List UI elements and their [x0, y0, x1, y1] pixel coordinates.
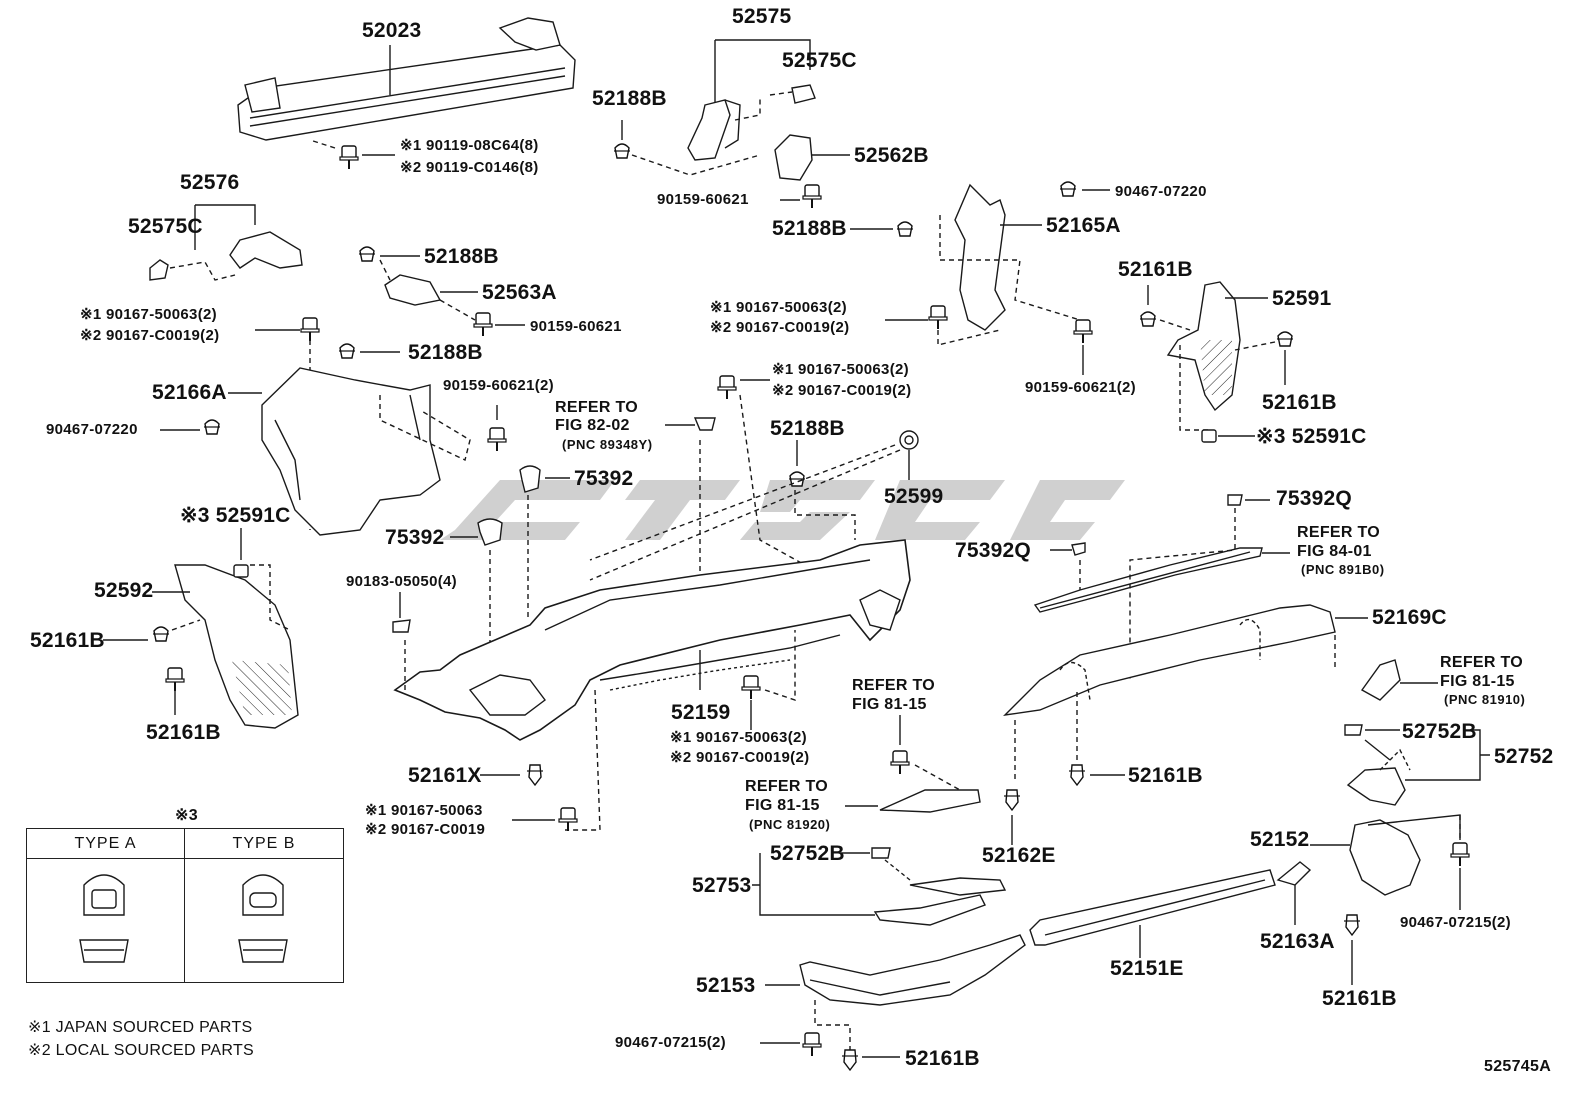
- label-52752: 52752: [1494, 745, 1554, 768]
- label-52753: 52753: [692, 874, 752, 897]
- label-52166A: 52166A: [152, 381, 227, 404]
- label-bolt-m1-2: ※2 90167-C0019(2): [710, 319, 850, 336]
- label-refer-84-line3: (PNC 891B0): [1301, 562, 1385, 577]
- label-52153: 52153: [696, 974, 756, 997]
- label-90467-07220-a: 90467-07220: [46, 421, 138, 438]
- label-52188B-c: 52188B: [424, 245, 499, 268]
- label-52169C: 52169C: [1372, 606, 1447, 629]
- label-90159-60621-b: 90159-60621: [530, 318, 622, 335]
- bumper-cover-52159: [393, 539, 911, 741]
- label-refer-82-line2: FIG 82-02: [555, 417, 630, 434]
- bumper-reinforcement-52023: [237, 17, 576, 141]
- label-52161B-a: 52161B: [1118, 258, 1193, 281]
- label-75392-a: 75392: [574, 467, 634, 490]
- type-box-mark: ※3: [175, 807, 198, 824]
- label-90159-60621-2-b: 90159-60621(2): [1025, 379, 1136, 396]
- side-panel-52166A: [261, 367, 441, 536]
- label-bolt-c1-1: ※1 90167-50063(2): [670, 729, 807, 746]
- label-52161B-d: 52161B: [146, 721, 221, 744]
- label-52163A: 52163A: [1260, 930, 1335, 953]
- legend-note-japan: ※1 JAPAN SOURCED PARTS: [28, 1019, 253, 1036]
- watermark-logo: [440, 480, 1125, 540]
- label-bolt-m2-1: ※1 90167-50063(2): [772, 361, 909, 378]
- label-52599: 52599: [884, 485, 944, 508]
- label-bolt-top-1: ※1 90119-08C64(8): [400, 137, 539, 154]
- label-52162E: 52162E: [982, 844, 1056, 867]
- label-52161X: 52161X: [408, 764, 482, 787]
- label-bolt-c2-1: ※1 90167-50063: [365, 802, 483, 819]
- label-bolt-top-2: ※2 90119-C0146(8): [400, 159, 539, 176]
- label-bolt-m2-2: ※2 90167-C0019(2): [772, 382, 912, 399]
- label-90467-07215-b: 90467-07215(2): [615, 1034, 726, 1051]
- label-52161B-g: 52161B: [905, 1047, 980, 1070]
- label-refer-8115b-line1: REFER TO: [1440, 654, 1524, 671]
- label-52161B-e: 52161B: [1128, 764, 1203, 787]
- label-52592: 52592: [94, 579, 154, 602]
- type-illustrations: [79, 874, 288, 963]
- type-a-header: TYPE A: [27, 829, 184, 859]
- type-b-clip-icon: [238, 874, 288, 963]
- type-b-header: TYPE B: [185, 829, 343, 859]
- label-75392-b: 75392: [385, 526, 445, 549]
- label-52562B: 52562B: [854, 144, 929, 167]
- label-refer-82-line1: REFER TO: [555, 399, 639, 416]
- label-52591C-left: ※3 52591C: [180, 504, 291, 527]
- label-refer-8115a-line2: FIG 81-15: [852, 696, 927, 713]
- label-52023: 52023: [362, 19, 422, 42]
- label-90467-07220-b: 90467-07220: [1115, 183, 1207, 200]
- legend-note-local: ※2 LOCAL SOURCED PARTS: [28, 1042, 254, 1059]
- label-52576: 52576: [180, 171, 240, 194]
- label-52152: 52152: [1250, 828, 1310, 851]
- label-52188B-a: 52188B: [592, 87, 667, 110]
- label-52151E: 52151E: [1110, 957, 1184, 980]
- label-refer-8115c-line2: FIG 81-15: [745, 797, 820, 814]
- label-52165A: 52165A: [1046, 214, 1121, 237]
- label-refer-8115c-line3: (PNC 81920): [749, 817, 831, 832]
- label-refer-8115c-line1: REFER TO: [745, 778, 829, 795]
- label-bolt-l1-1: ※1 90167-50063(2): [80, 306, 217, 323]
- label-90159-60621-2-a: 90159-60621(2): [443, 377, 554, 394]
- label-52563A: 52563A: [482, 281, 557, 304]
- label-52752B-a: 52752B: [1402, 720, 1477, 743]
- label-75392Q-b: 75392Q: [955, 539, 1031, 562]
- label-90467-07215-a: 90467-07215(2): [1400, 914, 1511, 931]
- part-drawings: [103, 17, 1490, 1071]
- label-refer-84-line1: REFER TO: [1297, 524, 1381, 541]
- diagram-code: 525745A: [1484, 1058, 1552, 1075]
- label-52591: 52591: [1272, 287, 1332, 310]
- label-52188B-d: 52188B: [408, 341, 483, 364]
- label-52575C-top: 52575C: [782, 49, 857, 72]
- label-90183-05050: 90183-05050(4): [346, 573, 457, 590]
- label-refer-84-line2: FIG 84-01: [1297, 543, 1372, 560]
- clip-type-table: TYPE A TYPE B: [26, 828, 344, 983]
- label-52188B-e: 52188B: [770, 417, 845, 440]
- label-52161B-b: 52161B: [1262, 391, 1337, 414]
- type-table-divider: [184, 829, 185, 982]
- label-refer-82-line3: (PNC 89348Y): [562, 437, 653, 452]
- label-52188B-b: 52188B: [772, 217, 847, 240]
- label-refer-8115b-line3: (PNC 81910): [1444, 692, 1526, 707]
- label-52161B-f: 52161B: [1322, 987, 1397, 1010]
- label-bolt-l1-2: ※2 90167-C0019(2): [80, 327, 220, 344]
- label-52159: 52159: [671, 701, 731, 724]
- label-refer-8115b-line2: FIG 81-15: [1440, 673, 1515, 690]
- label-52752B-b: 52752B: [770, 842, 845, 865]
- label-75392Q-a: 75392Q: [1276, 487, 1352, 510]
- label-bolt-c1-2: ※2 90167-C0019(2): [670, 749, 810, 766]
- label-52591C-right: ※3 52591C: [1256, 425, 1367, 448]
- label-refer-8115a-line1: REFER TO: [852, 677, 936, 694]
- label-bolt-c2-2: ※2 90167-C0019: [365, 821, 486, 838]
- type-a-clip-icon: [79, 874, 129, 963]
- label-90159-60621-a: 90159-60621: [657, 191, 749, 208]
- label-52575C-left: 52575C: [128, 215, 203, 238]
- label-bolt-m1-1: ※1 90167-50063(2): [710, 299, 847, 316]
- label-52575: 52575: [732, 5, 792, 28]
- label-52161B-c: 52161B: [30, 629, 105, 652]
